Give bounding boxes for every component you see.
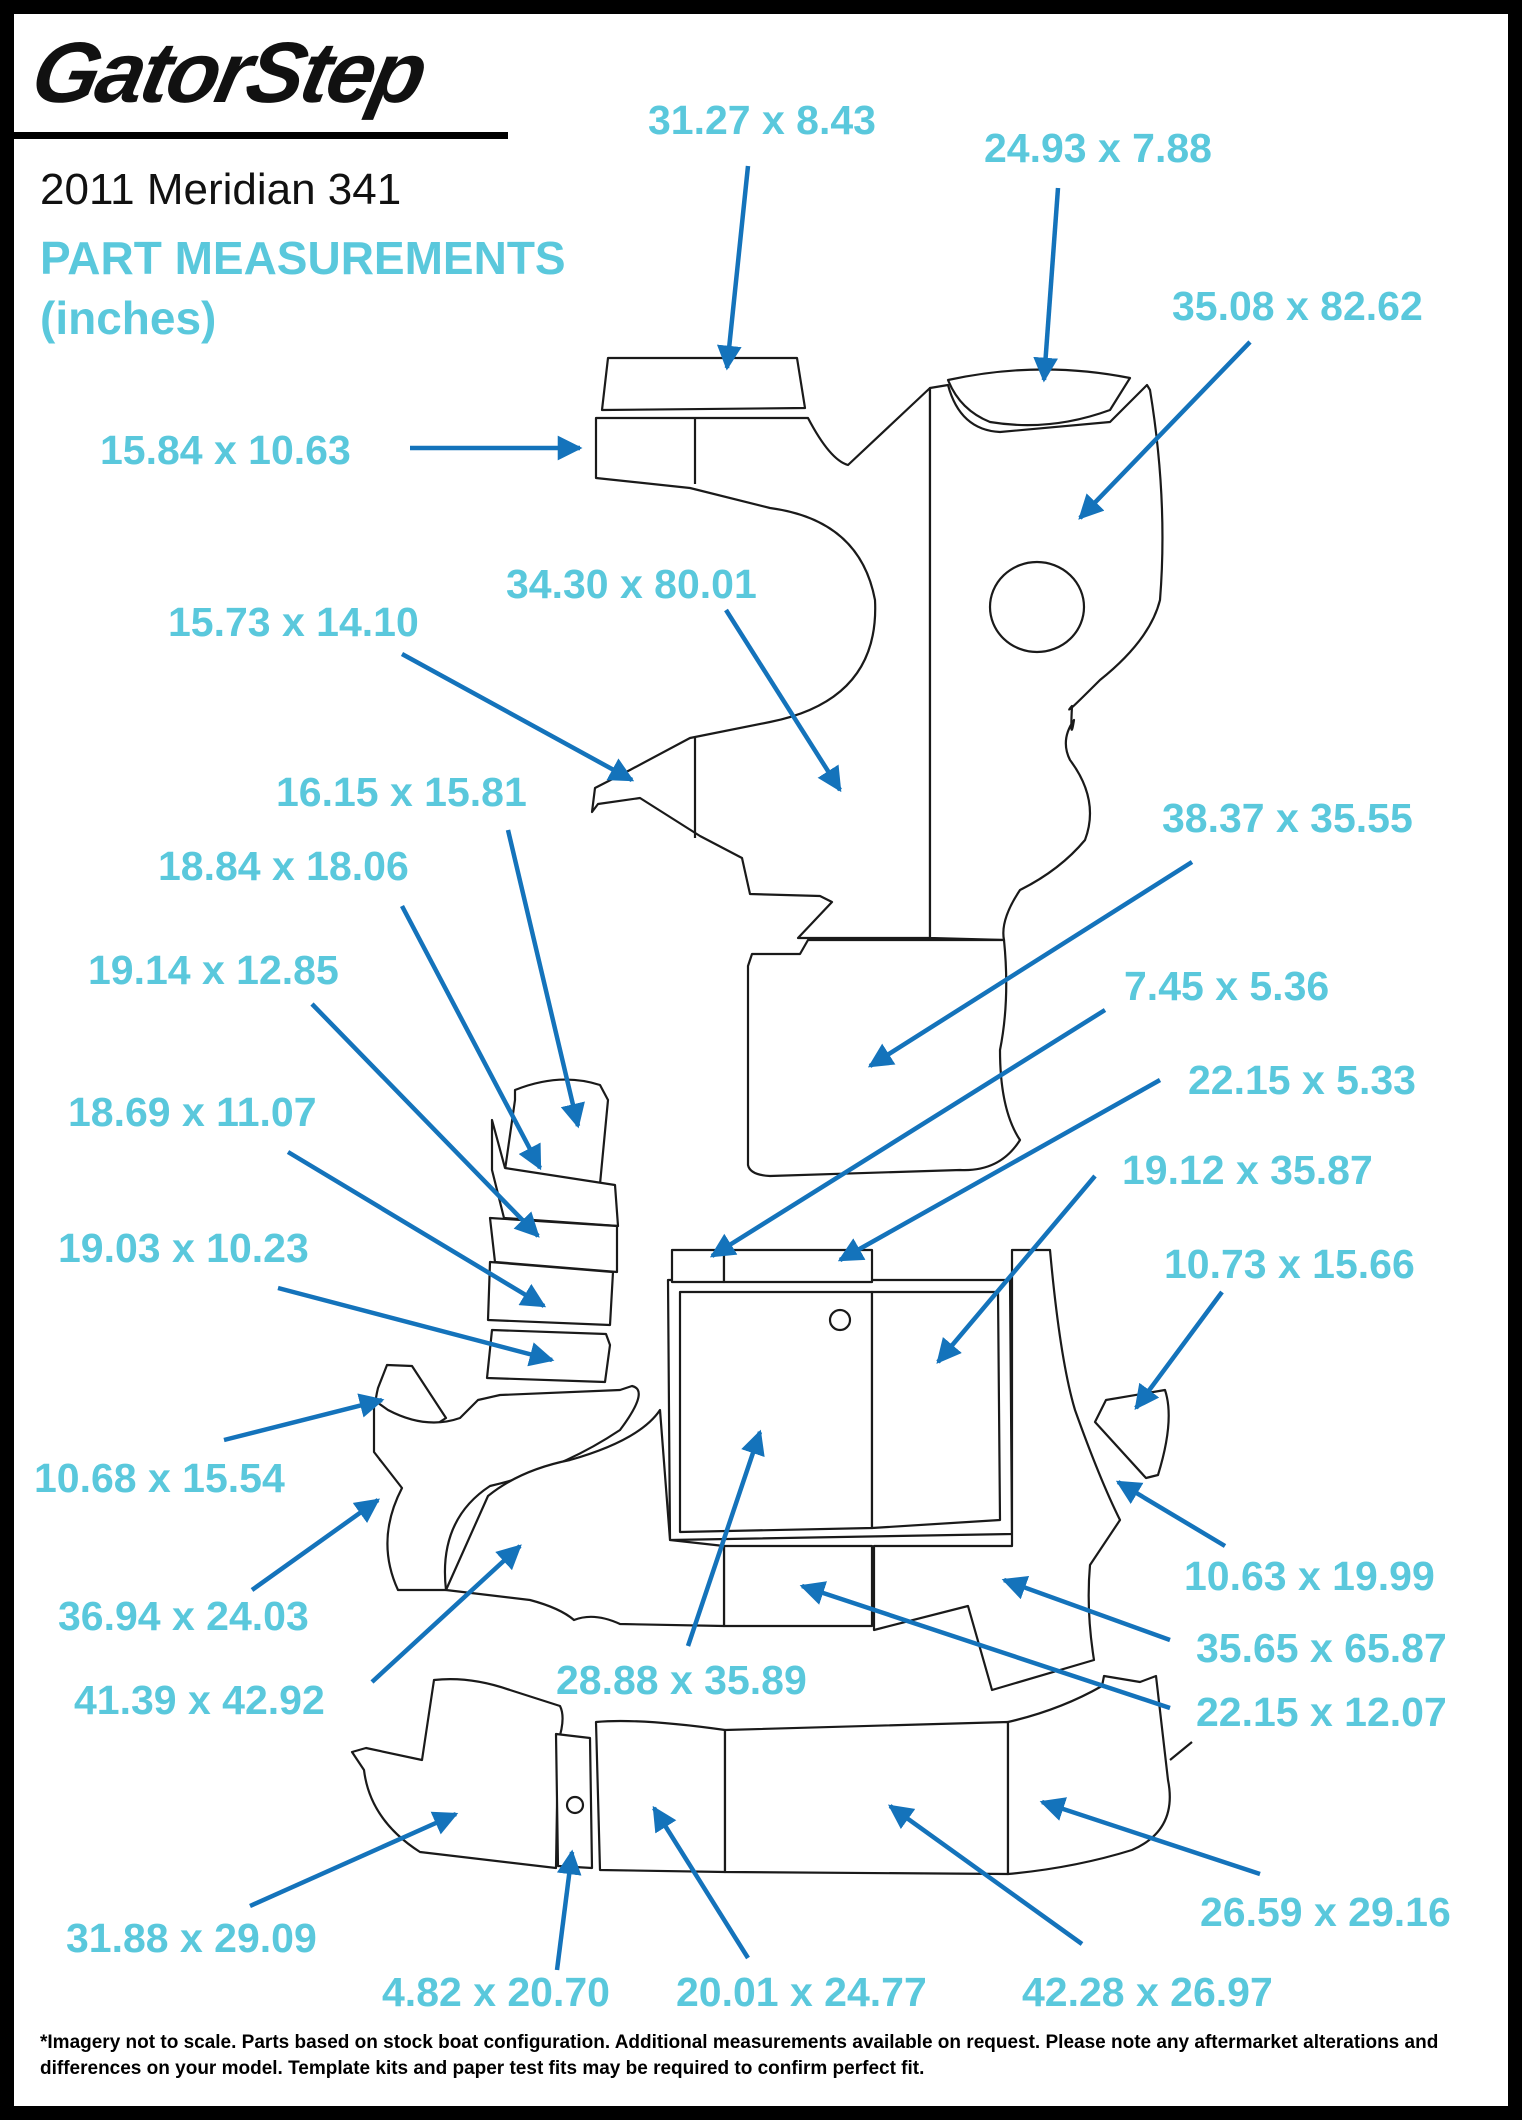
hatch-circle-upper bbox=[988, 560, 1086, 654]
measurement-label-m16: 10.73 x 15.66 bbox=[1164, 1241, 1415, 1287]
arrow-m09 bbox=[400, 904, 542, 1171]
arrow-m16 bbox=[1134, 1290, 1224, 1410]
part-cockpit-right-upper bbox=[928, 383, 1164, 942]
measurement-label-m11: 7.45 x 5.36 bbox=[1124, 963, 1330, 1009]
measurement-label-m27: 20.01 x 24.77 bbox=[676, 1969, 927, 2015]
measurement-label-m13: 18.69 x 11.07 bbox=[68, 1089, 317, 1135]
arrow-m11 bbox=[709, 1008, 1107, 1258]
part-hatch-right-lid bbox=[870, 1290, 1002, 1530]
heading-unit: (inches) bbox=[40, 292, 217, 344]
measurement-label-m09: 18.84 x 18.06 bbox=[158, 843, 409, 889]
part-step-pad-top-right bbox=[946, 368, 1132, 427]
arrow-m20 bbox=[1001, 1575, 1171, 1643]
measurement-label-m17: 10.68 x 15.54 bbox=[34, 1455, 285, 1501]
measurement-label-m26: 4.82 x 20.70 bbox=[382, 1969, 610, 2015]
measurement-label-m24: 26.59 x 29.16 bbox=[1200, 1889, 1451, 1935]
measurement-label-m15: 19.03 x 10.23 bbox=[58, 1225, 309, 1271]
measurement-label-m14: 19.12 x 35.87 bbox=[1122, 1147, 1373, 1193]
hatch-latch-circle bbox=[828, 1308, 852, 1332]
callout-arrows bbox=[223, 165, 1261, 1971]
part-wing-right-upper bbox=[1093, 1388, 1170, 1480]
arrow-m08 bbox=[867, 860, 1194, 1068]
arrow-m25 bbox=[249, 1811, 459, 1909]
logo-underline bbox=[14, 132, 508, 139]
measurement-label-m02: 24.93 x 7.88 bbox=[984, 125, 1212, 171]
part-stack-pad-5 bbox=[485, 1328, 612, 1384]
part-transom-right bbox=[1006, 1674, 1171, 1876]
part-step-pad-top-left bbox=[600, 356, 807, 412]
arrow-m12 bbox=[837, 1078, 1162, 1262]
boat-model-title: 2011 Meridian 341 bbox=[40, 165, 402, 214]
arrow-m22 bbox=[685, 1429, 765, 1647]
measurement-label-m12: 22.15 x 5.33 bbox=[1188, 1057, 1416, 1103]
measurement-label-m21: 41.39 x 42.92 bbox=[74, 1677, 325, 1723]
measurement-label-m28: 42.28 x 26.97 bbox=[1022, 1969, 1273, 2015]
arrow-m24 bbox=[1039, 1797, 1261, 1877]
part-floor-aft-left bbox=[444, 1408, 726, 1628]
measurement-label-m07: 16.15 x 15.81 bbox=[276, 769, 527, 815]
arrow-m26 bbox=[554, 1849, 582, 1971]
part-aft-right bbox=[872, 1248, 1122, 1692]
arrow-m06 bbox=[400, 652, 635, 782]
measurement-label-m23: 22.15 x 12.07 bbox=[1196, 1689, 1447, 1735]
part-cockpit-left-upper bbox=[590, 386, 932, 940]
arrow-m05 bbox=[724, 608, 842, 793]
part-stack-pad-4 bbox=[486, 1260, 615, 1327]
arrow-m01 bbox=[716, 165, 751, 371]
arrow-m10 bbox=[310, 1002, 540, 1238]
transom-drain-circle bbox=[565, 1795, 585, 1815]
measurement-label-m10: 19.14 x 12.85 bbox=[88, 947, 339, 993]
section-heading: PART MEASUREMENTS (inches) bbox=[40, 228, 566, 348]
part-transom-center-left bbox=[594, 1719, 727, 1874]
part-transom-center bbox=[723, 1720, 1010, 1876]
part-strip-top-mid bbox=[722, 1248, 874, 1284]
heading-title: PART MEASUREMENTS bbox=[40, 232, 566, 284]
measurement-label-m04: 15.84 x 10.63 bbox=[100, 427, 351, 473]
arrow-m03 bbox=[1078, 340, 1252, 520]
part-transom-left bbox=[350, 1678, 564, 1870]
measurement-label-m25: 31.88 x 29.09 bbox=[66, 1915, 317, 1961]
arrow-m21 bbox=[370, 1544, 522, 1684]
arrow-m17 bbox=[223, 1393, 385, 1443]
measurement-label-m06: 15.73 x 14.10 bbox=[168, 599, 419, 645]
arrow-m07 bbox=[505, 829, 585, 1129]
seam-transom bbox=[1169, 1741, 1193, 1761]
arrow-m15 bbox=[277, 1285, 555, 1367]
measurement-label-m18: 10.63 x 19.99 bbox=[1184, 1553, 1435, 1599]
measurement-label-m03: 35.08 x 82.62 bbox=[1172, 283, 1423, 329]
part-center-lower bbox=[722, 1544, 874, 1628]
arrow-m14 bbox=[936, 1174, 1097, 1364]
measurement-label-m20: 35.65 x 65.87 bbox=[1196, 1625, 1447, 1671]
arrow-m19 bbox=[250, 1498, 381, 1592]
measurement-label-m08: 38.37 x 35.55 bbox=[1162, 795, 1413, 841]
arrow-m23 bbox=[799, 1581, 1171, 1711]
arrow-m27 bbox=[652, 1805, 750, 1960]
measurement-label-m05: 34.30 x 80.01 bbox=[506, 561, 757, 607]
arrow-m13 bbox=[286, 1150, 547, 1308]
arrow-m28 bbox=[887, 1804, 1084, 1946]
measurement-label-m01: 31.27 x 8.43 bbox=[648, 97, 876, 143]
measurement-label-m19: 36.94 x 24.03 bbox=[58, 1593, 309, 1639]
arrow-m18 bbox=[1115, 1480, 1227, 1548]
arrow-m02 bbox=[1033, 187, 1061, 383]
part-outlines bbox=[350, 356, 1193, 1876]
disclaimer-text: *Imagery not to scale. Parts based on st… bbox=[40, 2032, 1439, 2079]
measurement-label-m22: 28.88 x 35.89 bbox=[556, 1657, 807, 1703]
